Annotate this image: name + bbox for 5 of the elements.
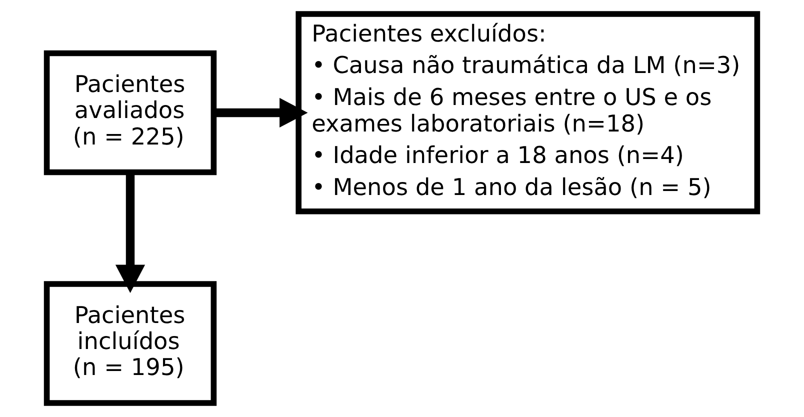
arrow xyxy=(214,98,308,128)
arrow xyxy=(115,172,146,294)
node-box: Pacientes avaliados (n = 225) xyxy=(44,50,217,176)
node-box: Pacientes incluídos (n = 195) xyxy=(44,281,217,406)
node-box: Pacientes excluídos: • Causa não traumática da LM (n=3) • Mais de 6 meses entre o US e os exames laboratoriais (n=18) • Idade inferior a 18 anos (n=4) • Menos de 1 ano da lesão (n = 5) xyxy=(296,11,760,214)
